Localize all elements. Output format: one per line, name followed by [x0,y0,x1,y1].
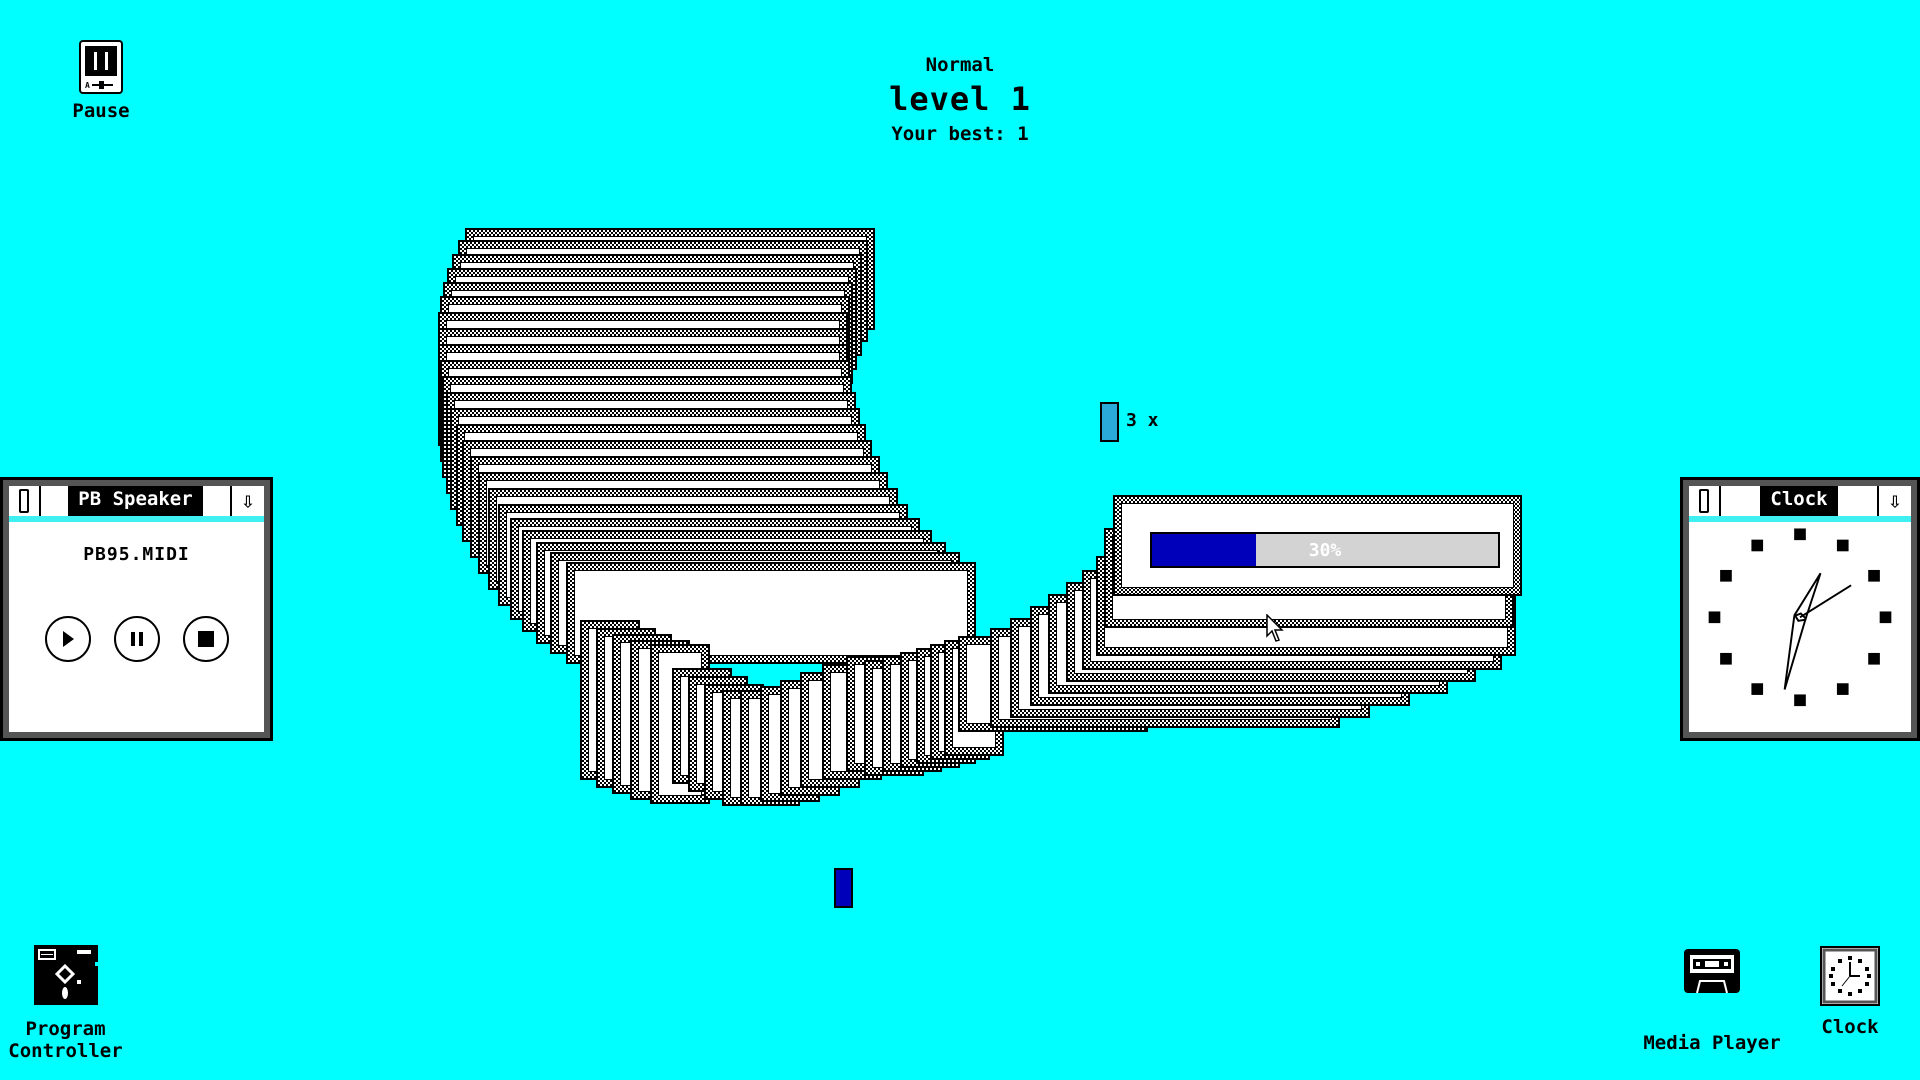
floppy-disk-icon [33,945,98,1005]
level-title: level 1 [889,80,1031,118]
window-body: PB95.MIDI [11,524,262,730]
minimize-button[interactable]: ⇩ [230,486,264,516]
progress-percent-label: 30% [1308,540,1342,561]
bonus-block [1100,402,1119,442]
mouse-cursor-icon [1266,614,1284,642]
best-score: Your best: 1 [891,123,1029,145]
pause-icon [131,632,143,646]
desktop-icon-label: Pause [72,100,130,122]
clock-window[interactable]: Clock ⇩ [1680,477,1920,741]
progress-window-body: 30% [1121,503,1514,588]
desktop-icon-media-player[interactable]: Media Player [1640,948,1784,1054]
desktop-icon-label-line2: Controller [8,1040,123,1062]
bonus-multiplier-label: 3 x [1126,410,1159,431]
window-titlebar[interactable]: Clock ⇩ [1689,486,1911,522]
down-arrow-icon: ⇩ [241,488,255,514]
minimize-button[interactable]: ⇩ [1877,486,1911,516]
pause-icon: A [79,40,123,94]
pause-button[interactable] [114,616,160,662]
svg-text:A: A [85,81,90,90]
clock-face [1691,524,1909,730]
player-block[interactable] [834,868,853,908]
stop-icon [198,631,214,647]
desktop-icon-label-line1: Program [25,1018,106,1040]
desktop-icon-program-controller[interactable]: Program Controller [8,944,123,1062]
system-menu-button[interactable] [9,486,41,516]
pb-speaker-window[interactable]: PB Speaker ⇩ PB95.MIDI [0,477,273,741]
play-button[interactable] [45,616,91,662]
desktop-icon-clock[interactable]: Clock [1810,946,1890,1038]
desktop-icon-label: Clock [1821,1016,1879,1038]
analog-clock-icon [1708,528,1892,707]
system-menu-button[interactable] [1689,486,1721,516]
window-titlebar[interactable]: PB Speaker ⇩ [9,486,264,522]
progress-bar: 30% [1150,532,1500,568]
cassette-icon [1684,949,1740,994]
window-title: Clock [1760,486,1838,516]
desktop-icon-label: Media Player [1643,1032,1781,1054]
play-icon [63,631,74,647]
clock-icon [1820,946,1880,1006]
system-menu-icon [1699,489,1709,513]
midi-filename: PB95.MIDI [83,544,190,565]
stop-button[interactable] [183,616,229,662]
desktop-icon-pause[interactable]: A Pause [60,40,142,122]
progress-window[interactable]: 30% [1113,495,1522,596]
window-title: PB Speaker [68,486,203,516]
difficulty-label: Normal [925,54,995,76]
progress-fill [1152,534,1256,566]
down-arrow-icon: ⇩ [1888,488,1902,514]
system-menu-icon [19,489,29,513]
